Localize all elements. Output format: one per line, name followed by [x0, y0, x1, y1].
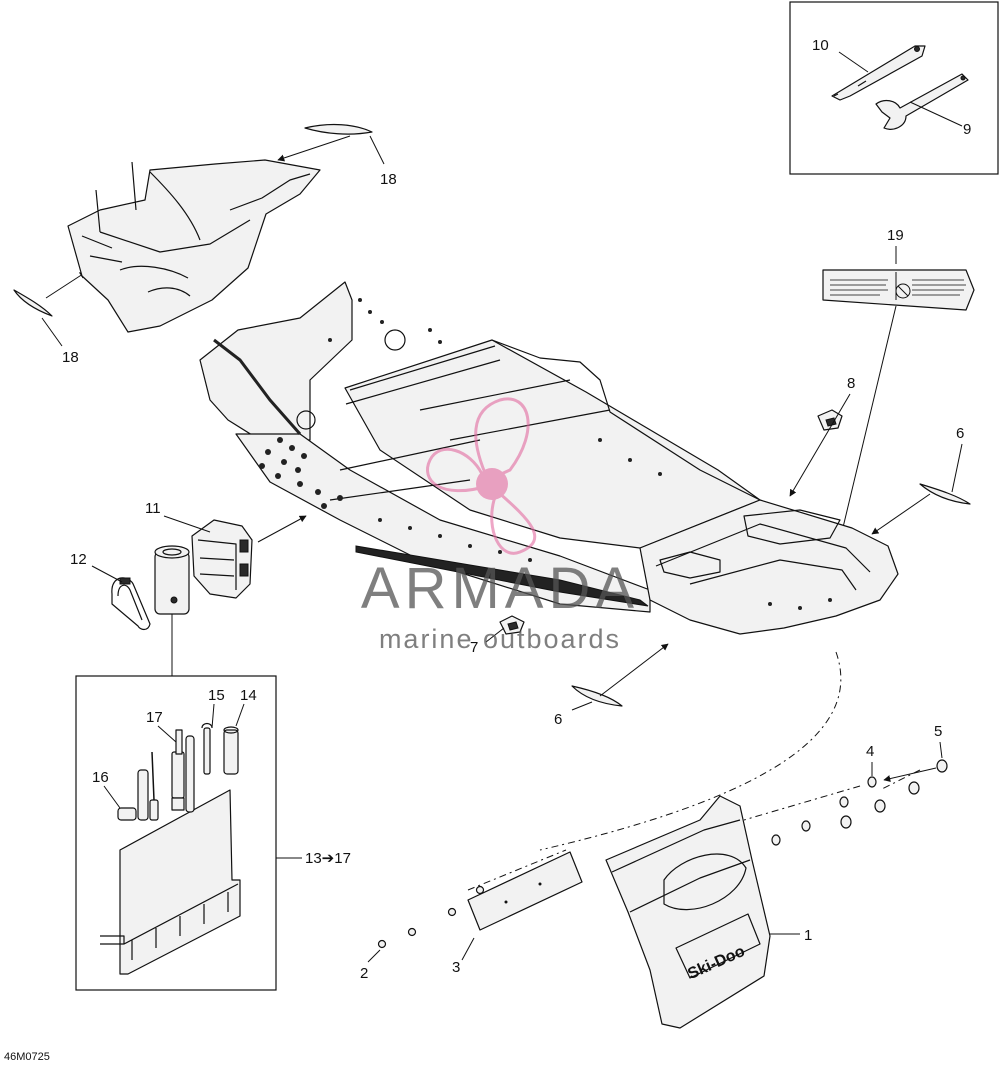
- diagram-code: 46M0725: [4, 1051, 50, 1063]
- wrench-tool-15: [201, 722, 213, 775]
- callout-15: 15: [208, 687, 225, 704]
- watermark-tagline: marine outboards: [379, 624, 621, 654]
- propeller-logo-icon: [426, 397, 537, 555]
- callout-8: 8: [847, 375, 855, 392]
- socket-tool: [171, 729, 185, 811]
- callout-2: 2: [360, 965, 368, 982]
- deflector-part-18-lower: [13, 289, 53, 317]
- frame-holes: [259, 298, 832, 610]
- spanner-wrench-part-9: [875, 73, 969, 130]
- front-console-housing: [67, 159, 321, 333]
- tool-inset-box: [789, 1, 999, 175]
- callout-7: 7: [470, 639, 478, 656]
- callout-18-upper: 18: [380, 171, 397, 188]
- snowflap-part-1: Ski-Doo: [605, 795, 771, 1029]
- callout-18-lower: 18: [62, 349, 79, 366]
- spark-plug-holder: [154, 545, 190, 615]
- tool-kit-box: [75, 675, 277, 991]
- callout-6-right: 6: [956, 425, 964, 442]
- clip-part-8: [817, 409, 843, 431]
- nuts-part-2: [377, 885, 485, 949]
- screwdriver-tool: [149, 751, 159, 821]
- callout-1: 1: [804, 927, 812, 944]
- socket-tool-14: [223, 726, 239, 775]
- fuse-tool-16: [117, 769, 149, 821]
- tool-pouch: [100, 789, 241, 975]
- callout-16: 16: [92, 769, 109, 786]
- backing-plate-part-3: [467, 851, 583, 931]
- callout-4: 4: [866, 743, 874, 760]
- callout-10: 10: [812, 37, 829, 54]
- clip-part-7: [499, 615, 525, 635]
- callout-19: 19: [887, 227, 904, 244]
- rivets-part-5: [840, 759, 948, 829]
- washers-part-4: [771, 776, 877, 846]
- deflector-part-18-upper: [304, 123, 373, 135]
- callout-17: 17: [146, 709, 163, 726]
- watermark-brand: ARMADA: [361, 556, 639, 621]
- strap-part-12: [111, 577, 151, 631]
- callout-11: 11: [145, 500, 161, 517]
- protector-part-6-right: [919, 483, 971, 505]
- callout-5: 5: [934, 723, 942, 740]
- callout-12: 12: [70, 551, 87, 568]
- protector-part-6-lower: [571, 685, 623, 707]
- callout-13-to-17: 13➔17: [305, 850, 351, 867]
- chassis-frame: [199, 281, 899, 635]
- tool-bag-part-11: [191, 519, 253, 599]
- callout-6-lower: 6: [554, 711, 562, 728]
- spanner-wrench-part-10: [831, 45, 926, 101]
- callout-14: 14: [240, 687, 257, 704]
- callout-3: 3: [452, 959, 460, 976]
- callout-9: 9: [963, 121, 971, 138]
- warning-decal-part-19: [822, 269, 975, 311]
- bit-holder-tool: [185, 735, 195, 813]
